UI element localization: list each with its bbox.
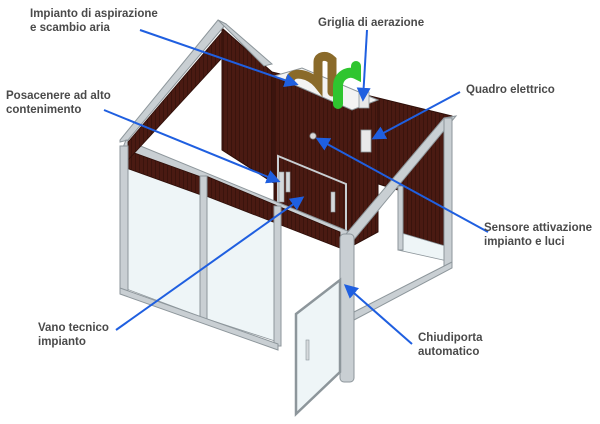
back-left-wall <box>221 26 273 183</box>
label-chiudiporta: Chiudiporta automatico <box>418 332 483 358</box>
arrow-quadro <box>371 91 461 140</box>
label-sensore: Sensore attivazione impianto e luci <box>484 222 593 248</box>
compartment-handle-left <box>285 171 291 193</box>
electrical-panel <box>360 129 372 153</box>
bottom-frame <box>119 261 453 351</box>
label-vano: Vano tecnico impianto <box>38 322 109 348</box>
arrow-aspirazione <box>139 29 299 87</box>
side-upper-panel <box>127 30 223 162</box>
label-griglia: Griglia di aerazione <box>318 17 425 29</box>
callout-arrows <box>103 29 489 345</box>
open-door <box>294 277 342 417</box>
ashtray-device <box>278 171 285 203</box>
frame-posts <box>119 117 453 383</box>
compartment-handle-right <box>330 191 336 213</box>
arrow-posacenere <box>103 109 281 184</box>
activation-sensor <box>309 132 317 140</box>
door-handle <box>305 339 310 361</box>
arrow-griglia <box>356 29 371 102</box>
label-posacenere: Posacenere ad alto contenimento <box>6 90 111 116</box>
exchange-duct-green <box>333 61 361 109</box>
label-aspirazione: Impianto di aspirazione e scambio aria <box>30 8 158 34</box>
label-quadro: Quadro elettrico <box>466 84 555 96</box>
arrow-vano <box>115 196 305 331</box>
arrow-sensore <box>315 137 489 233</box>
arrow-chiudiporta <box>343 284 413 345</box>
